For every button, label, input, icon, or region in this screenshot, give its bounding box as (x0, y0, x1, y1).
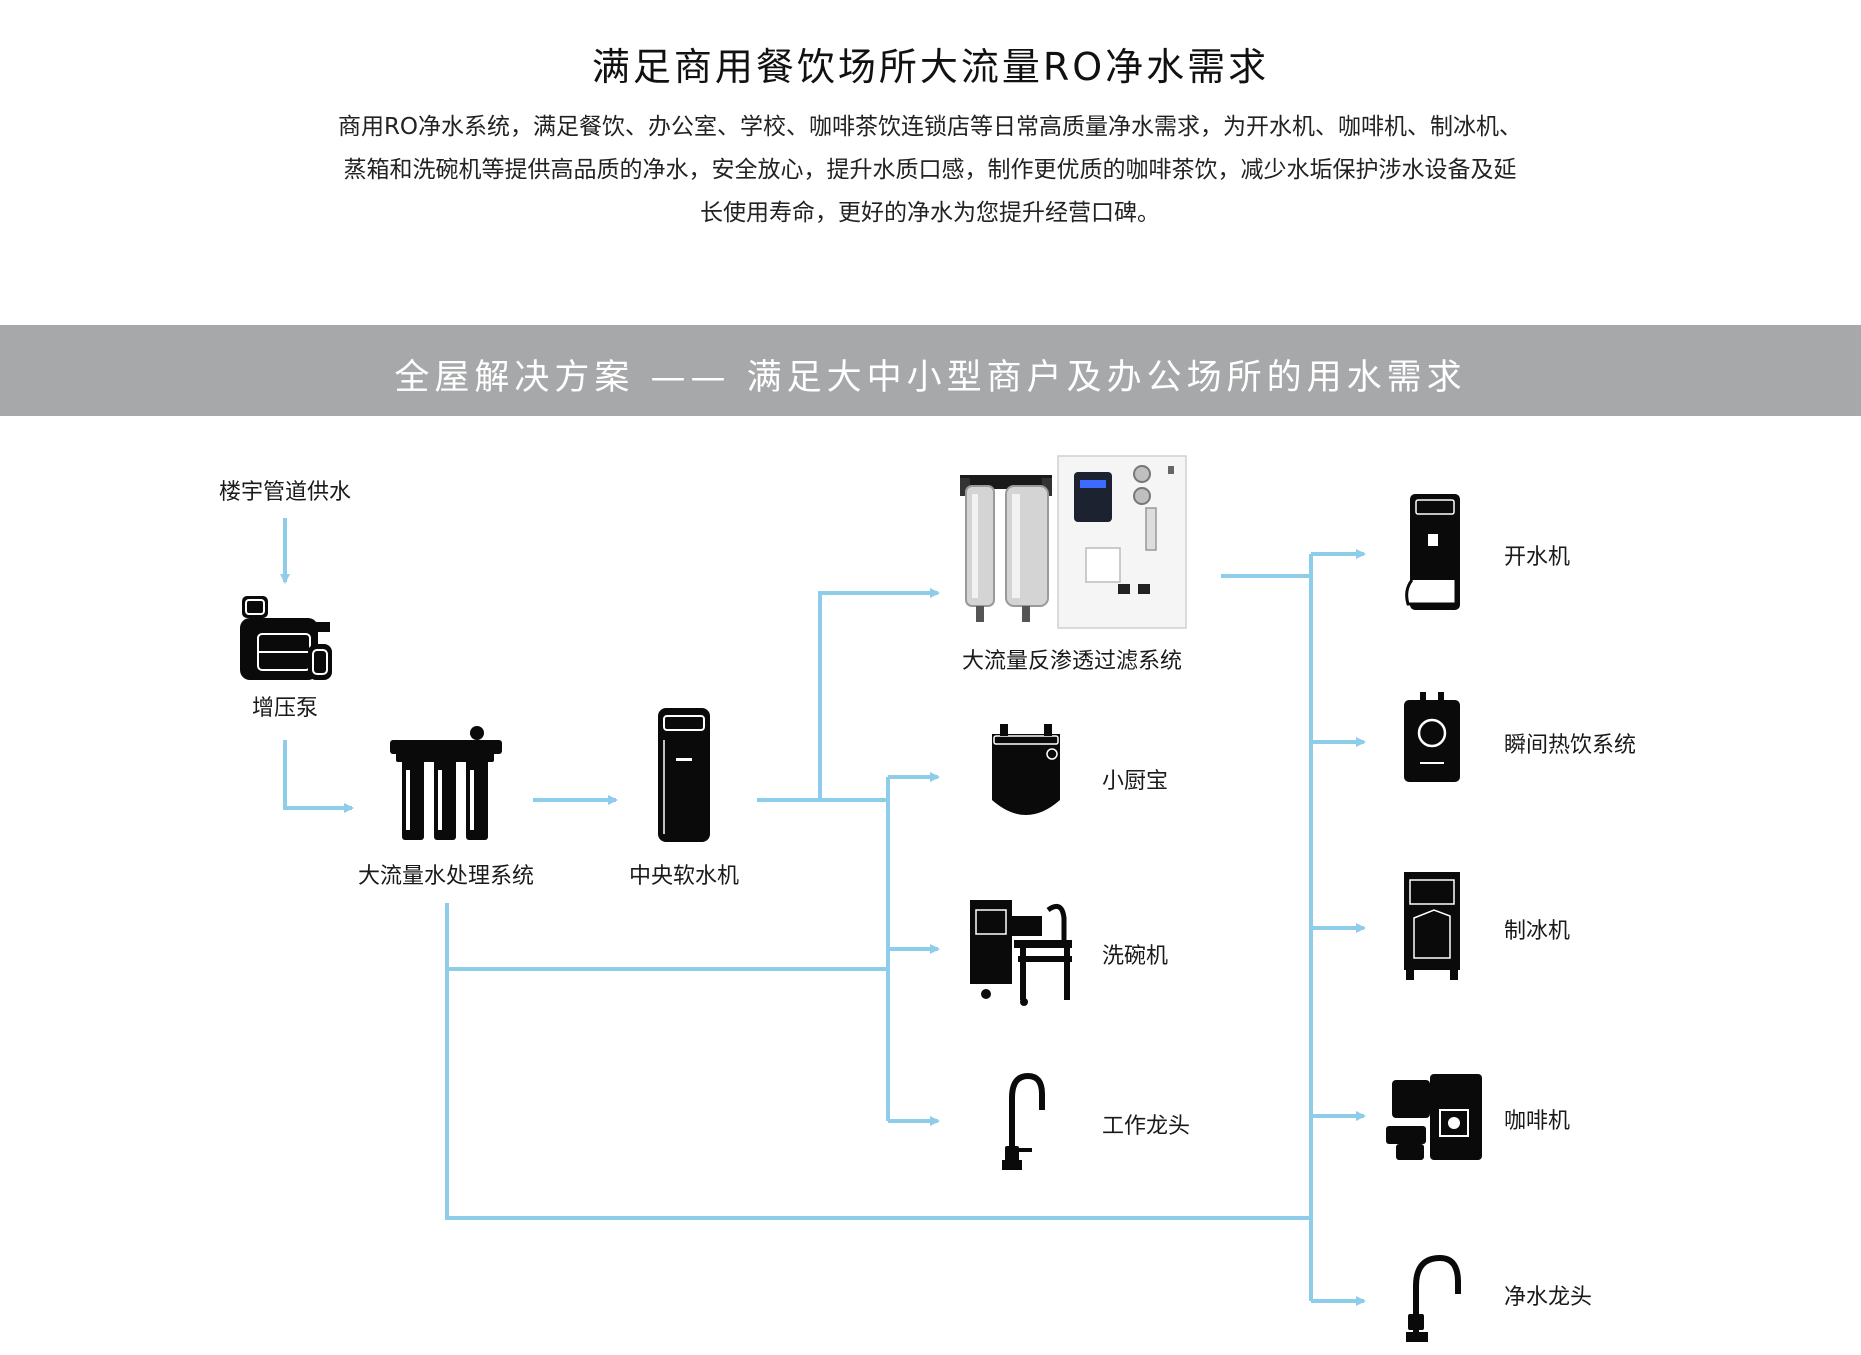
dishwasher-icon (970, 900, 1072, 1006)
kitchen-label: 小厨宝 (1102, 769, 1169, 794)
description-line: 长使用寿命，更好的净水为您提升经营口碑。 (700, 200, 1160, 226)
description-line: 商用RO净水系统，满足餐饮、办公室、学校、咖啡茶饮连锁店等日常高质量净水需求，为… (337, 114, 1523, 140)
booster-pump-icon (240, 596, 332, 680)
water-boiler-icon (1405, 494, 1460, 610)
dishwasher-label: 洗碗机 (1102, 944, 1169, 969)
treatment-label: 大流量水处理系统 (357, 864, 535, 889)
boiler-label: 开水机 (1504, 545, 1571, 570)
description-line: 蒸箱和洗碗机等提供高品质的净水，安全放心，提升水质口感，制作更优质的咖啡茶饮，减… (343, 157, 1517, 183)
pump-label: 增压泵 (251, 696, 319, 721)
softener-label: 中央软水机 (628, 864, 740, 889)
faucet-icon (1406, 1254, 1461, 1342)
ice-maker-label: 制冰机 (1504, 919, 1571, 944)
flow-line (445, 903, 1311, 1220)
filter-system-icon (390, 726, 502, 840)
page-description: 商用RO净水系统，满足餐饮、办公室、学校、咖啡茶饮连锁店等日常高质量净水需求，为… (230, 106, 1630, 235)
ro-label: 大流量反渗透过滤系统 (961, 649, 1183, 674)
ro-system-icon (960, 455, 1187, 629)
pure-faucet-label: 净水龙头 (1504, 1285, 1593, 1310)
work-faucet-label: 工作龙头 (1102, 1114, 1191, 1139)
instant-hot-label: 瞬间热饮系统 (1504, 733, 1637, 758)
faucet-icon (1002, 1072, 1045, 1170)
flow-lines (280, 518, 1366, 1306)
source-label: 楼宇管道供水 (218, 480, 352, 505)
instant-hot-icon (1404, 692, 1460, 782)
water-softener-icon (658, 708, 710, 842)
flow-arrow (818, 588, 940, 800)
section-banner (0, 325, 1861, 416)
flow-arrow (283, 740, 354, 813)
ice-maker-icon (1404, 872, 1460, 980)
coffee-label: 咖啡机 (1504, 1109, 1571, 1134)
water-heater-icon (992, 724, 1060, 815)
coffee-machine-icon (1386, 1074, 1482, 1160)
page-title: 满足商用餐饮场所大流量RO净水需求 (591, 45, 1270, 89)
section-banner-title: 全屋解决方案 —— 满足大中小型商户及办公场所的用水需求 (394, 358, 1467, 398)
